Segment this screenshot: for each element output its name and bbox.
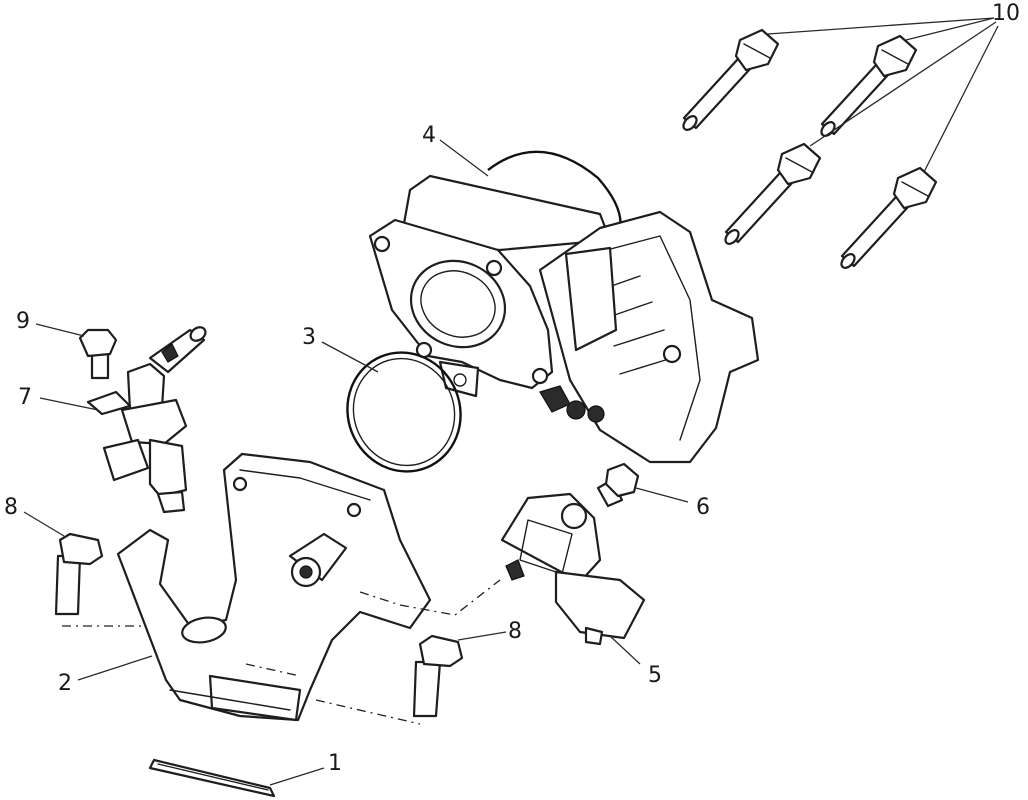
map-sensor-5 (500, 492, 646, 646)
bolt-9 (78, 328, 118, 380)
throttle-body-4 (368, 150, 760, 464)
callout-9: 9 (16, 309, 30, 334)
callout-8-right: 8 (508, 619, 522, 644)
o-ring-3 (346, 351, 462, 473)
gasket-1 (148, 758, 276, 798)
bolt-6 (596, 462, 640, 508)
alignment-lines (62, 579, 501, 725)
bolt-8-left (54, 532, 104, 616)
callout-5: 5 (648, 663, 662, 688)
fuel-injector-7 (86, 326, 207, 514)
callout-8-left: 8 (4, 495, 18, 520)
bolt-10-c (724, 142, 822, 245)
callout-2: 2 (58, 671, 72, 696)
callout-7: 7 (18, 385, 32, 410)
bolt-10-d (840, 166, 938, 269)
callout-6: 6 (696, 495, 710, 520)
callout-4: 4 (422, 123, 436, 148)
bolt-10-b (820, 34, 918, 137)
callout-10: 10 (992, 1, 1020, 26)
callout-1: 1 (328, 751, 342, 776)
callout-labels: 1 2 3 4 5 6 7 8 8 9 10 (4, 1, 1020, 776)
leader-lines (23, 17, 999, 786)
intake-manifold-2 (116, 452, 432, 722)
callout-3: 3 (302, 325, 316, 350)
bolt-10-a (682, 28, 780, 131)
bolt-set-10 (682, 28, 938, 269)
bolt-8-right (412, 634, 464, 718)
